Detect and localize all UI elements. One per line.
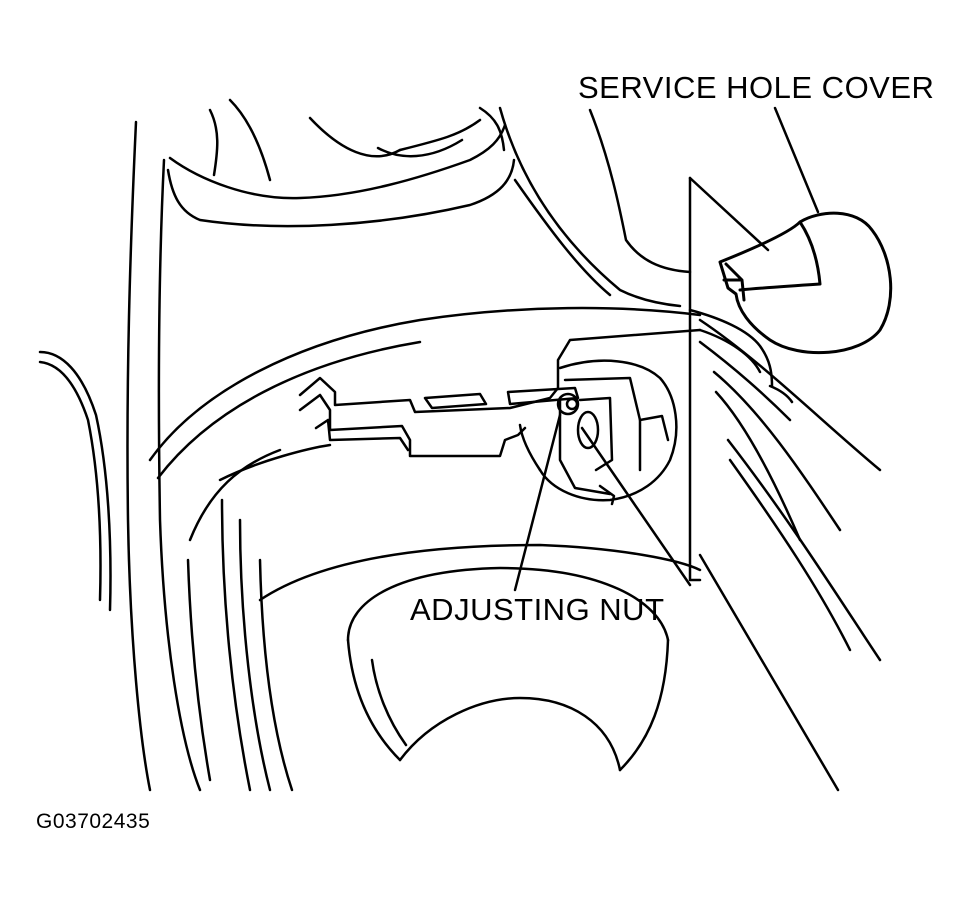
tray-bracket	[298, 328, 794, 458]
leader-lines	[513, 106, 840, 792]
service-hole-cover	[718, 211, 893, 355]
service-hole-cover-label: SERVICE HOLE COVER	[578, 70, 935, 105]
adjusting-nut-label: ADJUSTING NUT	[410, 592, 665, 627]
console-right-side	[498, 106, 882, 662]
tray-rim	[148, 306, 774, 792]
cup-holder	[258, 543, 702, 772]
service-cover-pointer	[688, 176, 702, 582]
console-side-pillar	[126, 120, 202, 792]
figure-code-label: G03702435	[36, 810, 151, 833]
service-hole-mechanism	[518, 359, 678, 506]
left-seat-edge	[38, 350, 112, 612]
shift-boot	[166, 98, 516, 228]
adjusting-nut-pointer	[513, 413, 562, 592]
